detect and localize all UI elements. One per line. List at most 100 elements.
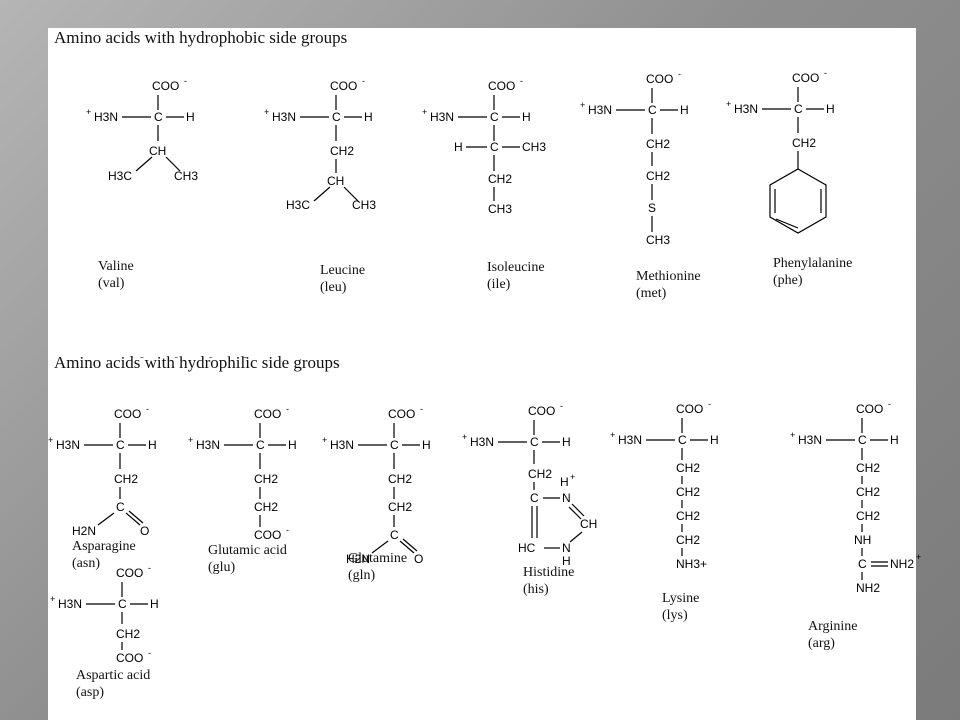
charge-minus: -: [888, 399, 891, 409]
alpha-carbon: C: [154, 110, 163, 124]
methylene-group: CH2: [254, 472, 278, 486]
abbr-valine: (val): [98, 276, 125, 291]
methyl-group: CH3: [352, 198, 376, 212]
hydrophobic-heading: Amino acids with hydrophobic side groups: [54, 28, 348, 47]
alpha-carbon: C: [794, 102, 803, 116]
methyl-group: H3C: [108, 169, 132, 183]
abbr-asparagine: (asn): [72, 556, 100, 571]
ammonium-group: H3N: [430, 110, 454, 124]
carboxylate-group: COO: [792, 71, 819, 85]
ammonium-group: H3N: [798, 433, 822, 447]
amide-carbon: C: [116, 500, 125, 514]
asparagine-structure: COO - + H3N C H CH2 C H2N O: [48, 404, 157, 538]
alpha-carbon: C: [648, 103, 657, 117]
oxygen-atom: O: [414, 552, 423, 566]
charge-plus: +: [462, 432, 467, 442]
ring-nitrogen: N: [562, 541, 571, 555]
charge-plus: +: [570, 472, 575, 482]
ammonium-group: H3N: [588, 103, 612, 117]
charge-minus: -: [708, 399, 711, 409]
methylene-group: CH2: [488, 172, 512, 186]
ring-methine: HC: [518, 541, 536, 555]
sulfur-atom: S: [648, 201, 656, 215]
name-histidine: Histidine: [523, 565, 575, 580]
abbr-methionine: (met): [636, 286, 667, 301]
methine-group: CH: [149, 144, 166, 158]
methylene-group: CH2: [114, 472, 138, 486]
abbr-phenylalanine: (phe): [773, 273, 803, 288]
imine-group: NH: [854, 533, 871, 547]
methyl-group: CH3: [522, 140, 546, 154]
ammonium-group: H3N: [56, 438, 80, 452]
label-valine: Valine (val): [98, 258, 134, 292]
carboxylate-group: COO: [254, 407, 281, 421]
methylene-group: CH2: [676, 509, 700, 523]
double-bond: [125, 512, 141, 526]
glutamine-structure: COO - + H3N C H CH2 CH2 C H2N O: [322, 404, 431, 566]
carboxylate-group: COO: [388, 407, 415, 421]
ammonium-group: H3N: [272, 110, 296, 124]
methylene-group: CH2: [792, 136, 816, 150]
charge-minus: -: [148, 563, 151, 573]
isoleucine-structure: COO - + H3N C H H C CH3 CH2 CH3: [422, 76, 546, 216]
name-glutamine: Glutamine: [348, 551, 408, 566]
hydrogen: H: [890, 433, 899, 447]
charge-minus: -: [520, 76, 523, 86]
terminal-ammonium-group: NH3+: [676, 557, 707, 571]
charge-minus: -: [824, 68, 827, 78]
name-asparagine: Asparagine: [72, 539, 136, 554]
methyl-group: CH3: [174, 169, 198, 183]
methyl-group: H3C: [286, 198, 310, 212]
carboxylate-group: COO: [528, 404, 555, 418]
carboxylate-group: COO: [116, 651, 143, 665]
hydrogen: H: [522, 110, 531, 124]
alpha-carbon: C: [118, 597, 127, 611]
ammonium-group: H3N: [94, 110, 118, 124]
label-histidine: Histidine(his): [523, 564, 574, 598]
ring-methine: CH: [580, 517, 597, 531]
ammonium-group: H3N: [618, 433, 642, 447]
hydrogen: H: [150, 597, 159, 611]
carboxylate-group: COO: [114, 407, 141, 421]
hydrogen: H: [148, 438, 157, 452]
bond: [569, 531, 583, 543]
carboxylate-group: COO: [330, 79, 357, 93]
name-isoleucine: Isoleucine: [487, 260, 545, 275]
double-bond: [568, 506, 582, 520]
abbr-arginine: (arg): [808, 636, 835, 651]
label-phenylalanine: Phenylalanine (phe): [773, 255, 852, 289]
charge-plus: +: [322, 435, 327, 445]
charge-plus: +: [422, 107, 427, 117]
amine-group: NH2: [890, 557, 914, 571]
charge-minus: -: [286, 525, 289, 535]
name-aspartic-acid: Aspartic acid: [76, 668, 151, 683]
charge-minus: -: [420, 404, 423, 414]
carboxylate-group: COO: [152, 79, 179, 93]
name-phenylalanine: Phenylalanine: [773, 256, 853, 271]
label-arginine: Arginine(arg): [808, 618, 858, 652]
double-bond: [571, 503, 585, 517]
lysine-structure: COO - + H3N C H CH2 CH2 CH2 CH2 NH3+: [610, 399, 719, 571]
glutamic-acid-structure: COO - + H3N C H CH2 CH2 COO -: [188, 404, 297, 542]
label-lysine: Lysine(lys): [662, 590, 699, 624]
charge-plus: +: [50, 594, 55, 604]
methylene-group: CH2: [254, 500, 278, 514]
methylene-group: CH2: [856, 485, 880, 499]
bond: [343, 186, 359, 202]
label-aspartic-acid: Aspartic acid(asp): [76, 667, 150, 701]
valine-structure: COO - + H3N C H CH H3C CH3: [86, 76, 198, 183]
abbr-glutamine: (gln): [348, 568, 376, 583]
ring-hydrogen: H: [562, 554, 571, 568]
methine-group: CH: [327, 174, 344, 188]
carboxylate-group: COO: [646, 72, 673, 86]
alpha-carbon: C: [256, 438, 265, 452]
charge-plus: +: [86, 107, 91, 117]
oxygen-atom: O: [140, 524, 149, 538]
name-valine: Valine: [98, 259, 134, 274]
bond: [97, 512, 115, 526]
bond: [135, 156, 153, 172]
alpha-carbon: C: [390, 438, 399, 452]
double-bond: [402, 538, 418, 552]
methionine-structure: COO - + H3N C H CH2 CH2 S CH3: [580, 69, 689, 247]
label-isoleucine: Isoleucine(ile): [487, 259, 545, 293]
